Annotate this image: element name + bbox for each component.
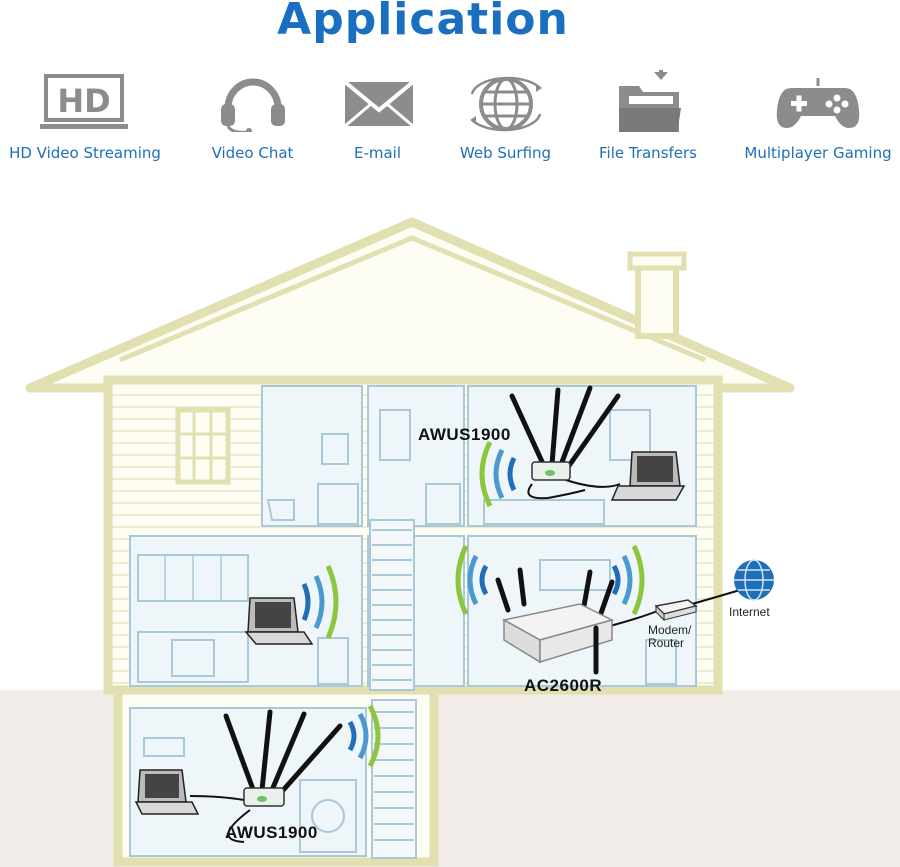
modem-router-label: Modem/ Router: [648, 623, 692, 650]
app-hd-video-streaming: HD HD Video Streaming: [0, 70, 170, 162]
app-video-chat: Video Chat: [195, 70, 310, 162]
app-label: File Transfers: [599, 144, 697, 162]
app-label: Web Surfing: [459, 144, 552, 162]
staircase: [369, 519, 417, 859]
envelope-icon: [343, 80, 414, 128]
app-label: HD Video Streaming: [9, 144, 161, 162]
headset-icon: [220, 78, 285, 132]
wifi-waves-router: [455, 544, 645, 616]
adapter-bottom-label: AWUS1900: [225, 823, 318, 842]
globe-icon: [469, 76, 542, 132]
hd-badge-text: HD: [57, 82, 110, 120]
internet-globe-icon: [734, 559, 774, 601]
internet-label: Internet: [729, 605, 770, 619]
modem-router-device: [654, 599, 698, 622]
page-title: Application: [277, 0, 569, 45]
app-label: Video Chat: [211, 144, 294, 162]
app-file-transfers: File Transfers: [588, 70, 708, 162]
router-ac2600r: [495, 567, 615, 675]
wifi-waves-kitchen: [301, 564, 339, 640]
house-network-diagram: [0, 217, 900, 867]
app-multiplayer-gaming: Multiplayer Gaming: [733, 70, 900, 162]
laptop-basement: [134, 769, 200, 815]
adapter-top-label: AWUS1900: [418, 425, 511, 444]
router-label: AC2600R: [524, 676, 603, 695]
app-web-surfing: Web Surfing: [448, 70, 563, 162]
laptop-kitchen: [244, 597, 314, 645]
app-label: Multiplayer Gaming: [744, 144, 892, 162]
adapter-top: [509, 385, 621, 481]
gamepad-icon: [776, 78, 860, 128]
upper-floor: [261, 385, 697, 527]
roof: [25, 217, 795, 393]
wifi-waves-basement: [347, 704, 381, 768]
folder-download-icon: [619, 70, 681, 132]
app-label: E-mail: [353, 144, 402, 162]
wifi-waves-top: [479, 440, 517, 508]
adapter-bottom: [223, 709, 343, 807]
attic-window: [175, 407, 231, 485]
hd-display-icon: HD: [40, 74, 128, 129]
laptop-top: [610, 451, 686, 501]
app-email: E-mail: [330, 70, 425, 162]
